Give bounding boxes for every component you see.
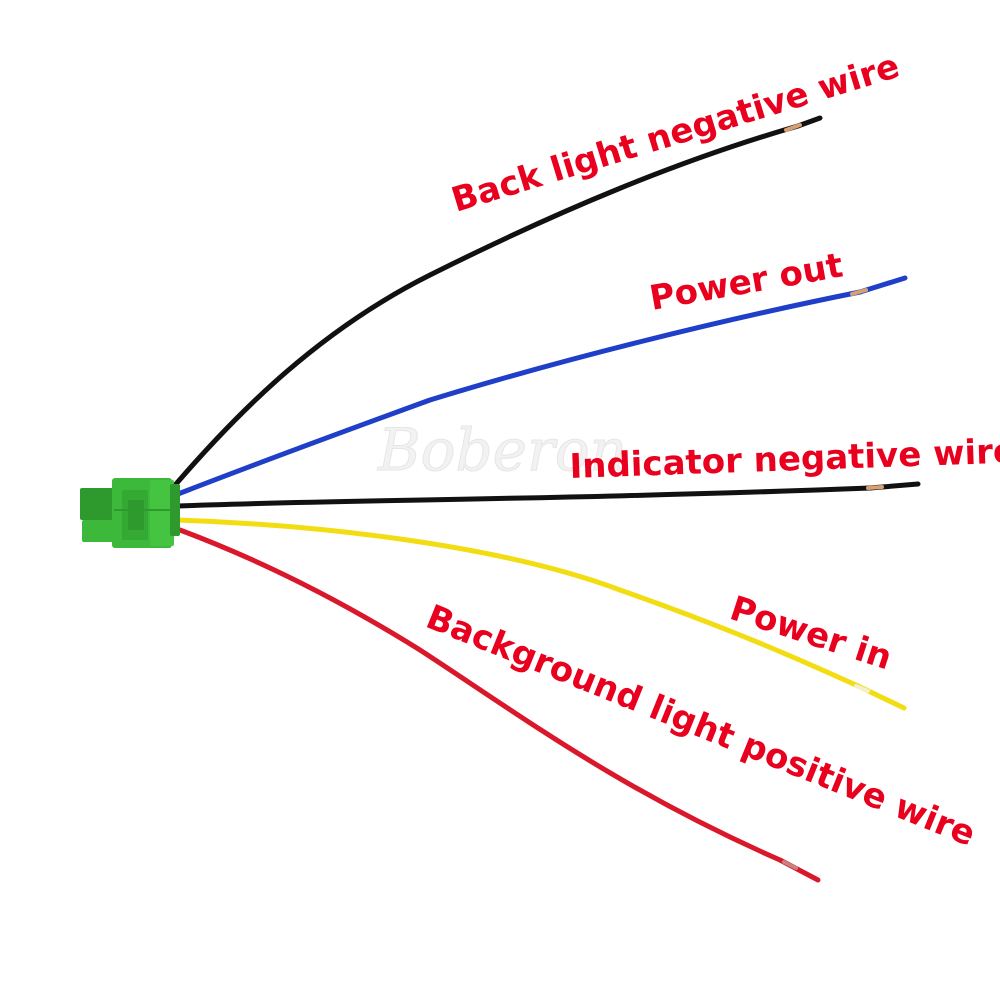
wire-background-light-positive [177,527,821,883]
copper-tip-icon [866,485,884,490]
connector-latch [80,488,114,520]
copper-tip-icon [854,684,870,693]
wire-back-light-negative [173,115,823,487]
label-power-out: Power out [647,246,846,319]
watermark-text: Boberon [377,416,627,484]
copper-tip-icon [850,288,868,296]
wire-power-out [175,275,908,497]
wire-indicator-negative [175,481,921,509]
copper-tip-icon [784,123,802,132]
connector-plug [80,478,180,548]
copper-tip-icon [782,860,798,870]
label-back-light-negative: Back light negative wire [447,46,904,220]
label-indicator-negative: Indicator negative wire [569,431,1000,487]
wire-power-in [175,517,907,711]
label-background-light-positive: Background light positive wire [421,597,981,854]
